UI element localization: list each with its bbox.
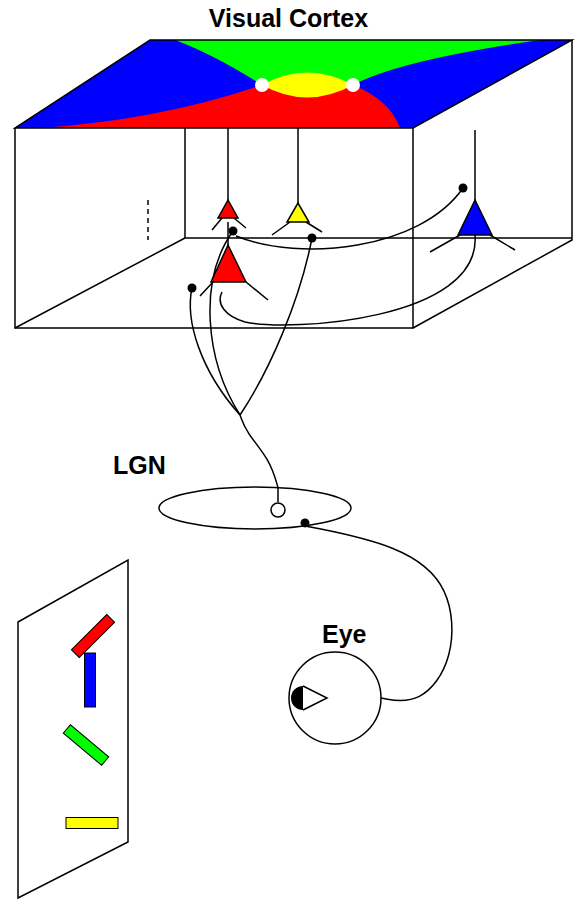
orientation-map xyxy=(40,85,400,128)
node-shape xyxy=(157,485,353,531)
nerve-fiber xyxy=(240,415,278,488)
dendrite xyxy=(430,130,515,252)
oriented-bar xyxy=(63,725,108,766)
horizontal-axon xyxy=(236,188,463,249)
node-shape xyxy=(0,0,577,415)
pyramidal-neuron xyxy=(218,200,238,218)
cortex-block-edge xyxy=(15,128,413,328)
orientation-map xyxy=(175,40,540,85)
pinwheel-center xyxy=(346,78,360,92)
oriented-bar xyxy=(66,818,118,829)
dendrite xyxy=(272,128,322,235)
node-label: LGN xyxy=(113,451,166,479)
synapse-dot xyxy=(229,227,238,236)
stimulus-panel xyxy=(18,560,128,898)
node-label: Visual Cortex xyxy=(209,4,368,32)
node-label: Eye xyxy=(322,620,366,648)
pinwheel-center xyxy=(255,78,269,92)
pupil xyxy=(291,686,303,710)
cortex-layer-edge xyxy=(15,128,572,328)
lgn-ellipse xyxy=(159,487,351,529)
cortex-block-edge xyxy=(413,40,572,328)
orientation-map xyxy=(262,73,353,98)
relay-cell xyxy=(271,503,285,517)
pyramidal-neuron xyxy=(211,245,246,282)
dendrite xyxy=(200,222,268,300)
orientation-map xyxy=(15,40,572,128)
lgn-nucleus: LGN xyxy=(157,485,353,531)
pyramidal-neuron xyxy=(458,200,492,235)
eye-circle: Eye xyxy=(287,650,383,746)
dashed-fiber xyxy=(147,200,149,240)
axon-branch xyxy=(240,238,312,415)
lens xyxy=(303,686,327,710)
synapse-dot xyxy=(308,234,317,243)
oriented-bar xyxy=(71,614,114,657)
pyramidal-neuron xyxy=(287,203,309,222)
synapse-dot xyxy=(459,184,468,193)
eye-ball xyxy=(289,652,381,744)
oriented-bar xyxy=(85,653,96,707)
relay-axon xyxy=(277,488,279,502)
node-shape xyxy=(287,650,383,746)
cortex-surface-outline xyxy=(15,40,572,128)
horizontal-axon xyxy=(220,235,475,325)
axon-branch xyxy=(190,288,240,415)
dendrite xyxy=(212,128,246,230)
synapse-dot xyxy=(188,284,197,293)
cortex-block: Visual Cortex xyxy=(0,0,577,415)
